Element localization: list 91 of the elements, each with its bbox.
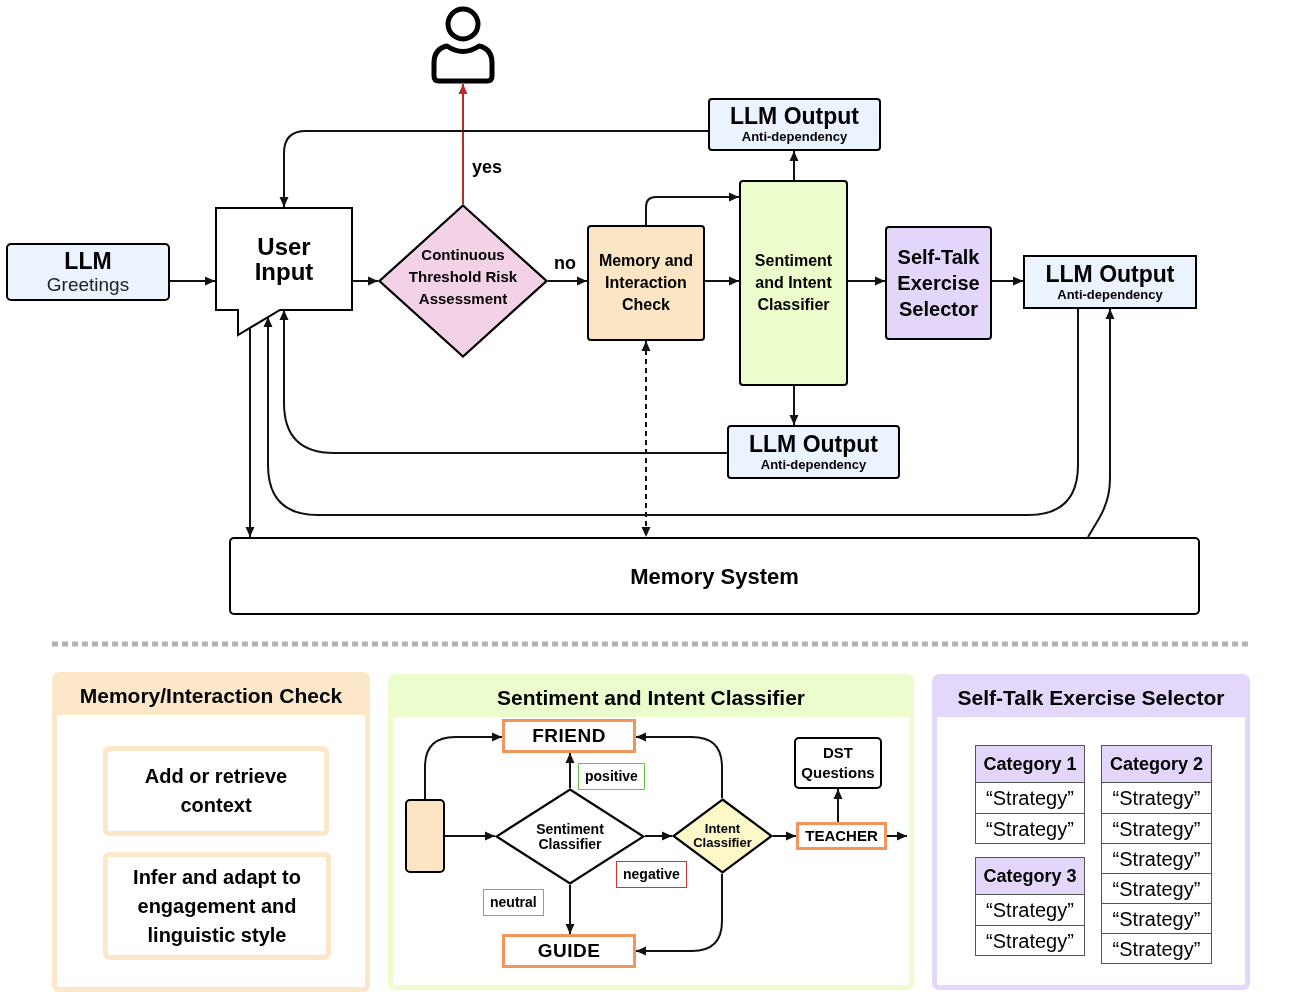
speech-bubble	[215, 207, 353, 337]
dashed-double-arrow	[641, 340, 651, 538]
arrow	[645, 192, 740, 226]
process-box	[794, 737, 882, 789]
node-label: Continuous Threshold Risk Assessment	[407, 245, 519, 309]
arrow	[644, 831, 673, 841]
arrow	[352, 276, 379, 286]
node-label: DST Questions	[800, 743, 876, 783]
node-sublabel: Anti-dependency	[1057, 286, 1163, 303]
strategy-entry: “Strategy”	[1102, 903, 1211, 933]
arrow	[263, 308, 1079, 516]
arrow	[169, 276, 216, 286]
arrow	[635, 873, 723, 956]
strategy-entry: “Strategy”	[1111, 786, 1202, 811]
process-box	[739, 180, 848, 386]
strategy-entry: “Strategy”	[985, 786, 1075, 811]
node-label: Infer and adapt to engagement and linguistic style	[132, 864, 302, 948]
panel-heading: Memory/Interaction Check	[57, 677, 365, 715]
arrow	[547, 276, 588, 286]
arrow	[886, 831, 908, 841]
arrow	[991, 276, 1024, 286]
node-label: FRIEND	[532, 723, 606, 748]
node-sublabel: Greetings	[46, 274, 130, 296]
category-header: Category 2	[1102, 746, 1211, 783]
panel	[52, 672, 370, 992]
process-box	[587, 225, 705, 341]
strategy-entry: “Strategy”	[1102, 813, 1211, 843]
arrow	[772, 831, 797, 841]
panel	[388, 674, 914, 990]
arrow	[1087, 308, 1115, 538]
info-box	[103, 746, 329, 836]
arrow	[279, 309, 728, 454]
panel-heading: Self-Talk Exercise Selector	[937, 679, 1245, 717]
panel	[932, 674, 1250, 990]
arrow	[279, 130, 709, 208]
process-box	[885, 226, 992, 340]
arrow	[833, 788, 843, 823]
greeting-box	[6, 243, 170, 301]
edge-label: negative	[616, 861, 687, 888]
arrow	[789, 385, 799, 426]
arrow	[245, 327, 255, 538]
node-label: User Input	[253, 233, 315, 284]
node-label: Sentiment Classifier	[535, 821, 605, 852]
arrow	[704, 276, 740, 286]
strategy-entry: “Strategy”	[985, 898, 1075, 923]
arrow	[458, 83, 468, 205]
node-label: GUIDE	[537, 938, 601, 963]
node-label: Memory System	[630, 562, 799, 591]
edge-label: neutral	[483, 889, 544, 916]
strategy-entry: “Strategy”	[1102, 873, 1211, 903]
node-label: Memory and Interaction Check	[597, 251, 695, 315]
arrow	[847, 276, 886, 286]
node-label: Self-Talk Exercise Selector	[896, 245, 981, 322]
empty-box	[405, 799, 445, 873]
role-box	[796, 822, 887, 850]
category-header: Category 1	[976, 746, 1084, 783]
node-sublabel: Anti-dependency	[741, 129, 848, 145]
arrow	[565, 752, 575, 789]
info-box	[103, 852, 331, 960]
category-table	[975, 745, 1085, 844]
decision-diamond	[378, 204, 548, 358]
node-sublabel: Anti-dependency	[760, 456, 867, 473]
memory-system-box	[229, 537, 1200, 615]
person-icon	[431, 5, 495, 84]
category-header: Category 3	[976, 858, 1084, 895]
edge-label: positive	[578, 763, 645, 790]
output-box	[1023, 255, 1197, 309]
node-label: LLM Output	[730, 104, 859, 129]
strategy-entry: “Strategy”	[976, 813, 1084, 843]
output-box	[708, 98, 881, 151]
arrow	[565, 884, 575, 935]
strategy-entry: “Strategy”	[1102, 933, 1211, 963]
arrow	[444, 831, 496, 841]
category-table	[1101, 745, 1212, 964]
node-label: TEACHER	[805, 825, 878, 846]
node-label: LLM Output	[1045, 261, 1175, 287]
role-box	[502, 719, 636, 753]
arrow	[789, 150, 799, 181]
panel-heading: Sentiment and Intent Classifier	[393, 679, 909, 717]
node-label: Intent Classifier	[692, 822, 753, 850]
role-box	[502, 934, 636, 968]
node-label: LLM Output	[749, 431, 878, 457]
strategy-entry: “Strategy”	[976, 925, 1084, 955]
strategy-entry: “Strategy”	[1102, 843, 1211, 873]
node-label: Add or retrieve context	[143, 764, 289, 818]
category-table	[975, 857, 1085, 956]
output-box	[727, 425, 900, 479]
arrow	[635, 732, 723, 799]
arrow	[424, 732, 503, 800]
node-label: Sentiment and Intent Classifier	[753, 251, 834, 315]
node-label: LLM	[64, 248, 112, 274]
